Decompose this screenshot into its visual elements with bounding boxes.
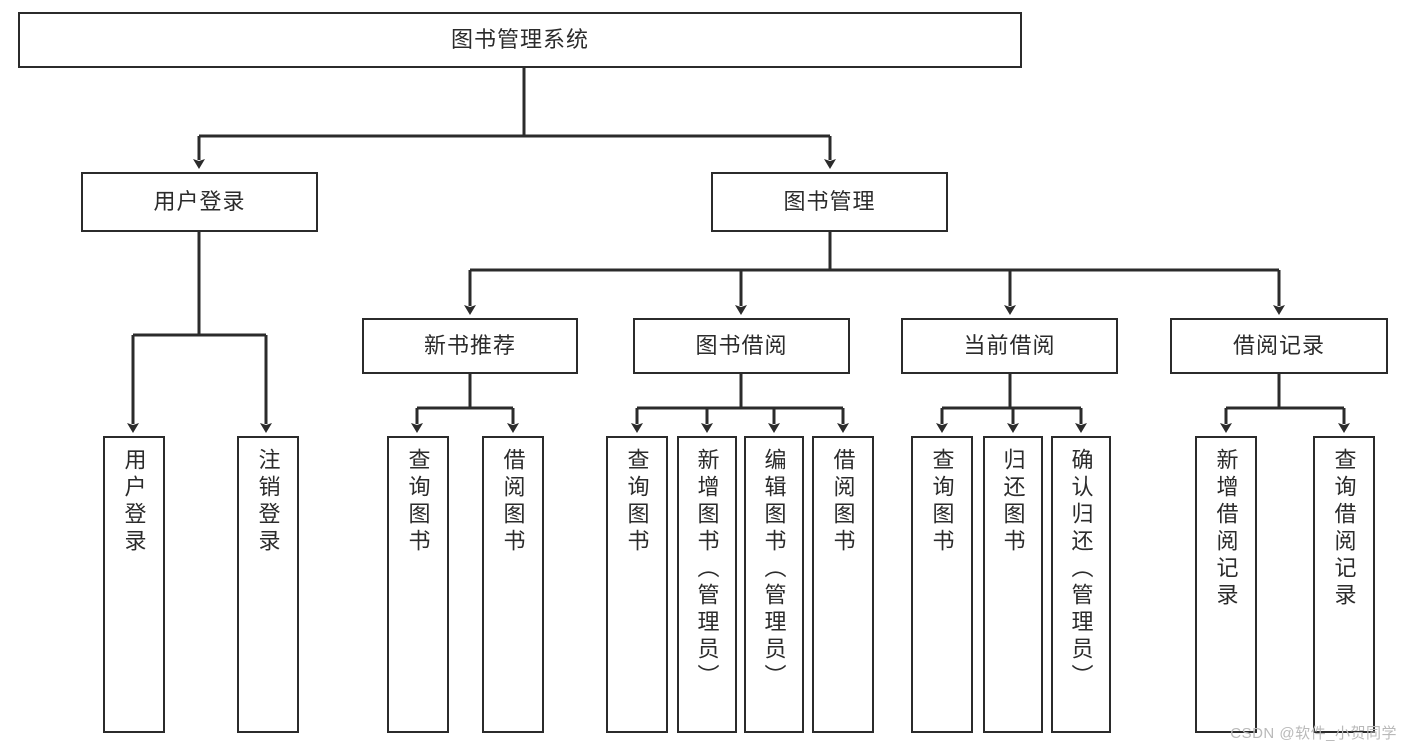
leaf-borrow-book-recommend[interactable]: 借阅图书 <box>482 436 544 733</box>
leaf-confirm-return-admin[interactable]: 确认归还（管理员） <box>1051 436 1111 733</box>
leaf-edit-book-admin-label: 编辑图书（管理员） <box>761 448 787 691</box>
leaf-user-login-label: 用户登录 <box>121 448 147 556</box>
leaf-query-book-recommend[interactable]: 查询图书 <box>387 436 449 733</box>
leaf-query-book-recommend-label: 查询图书 <box>405 448 431 556</box>
leaf-add-borrow-record-label: 新增借阅记录 <box>1213 448 1239 610</box>
leaf-borrow-book-label: 借阅图书 <box>830 448 856 556</box>
leaf-return-book-label: 归还图书 <box>1000 448 1026 556</box>
leaf-add-book-admin[interactable]: 新增图书（管理员） <box>677 436 737 733</box>
leaf-query-book-borrow-label: 查询图书 <box>624 448 650 556</box>
node-book-borrow-label: 图书借阅 <box>695 332 788 358</box>
leaf-edit-book-admin[interactable]: 编辑图书（管理员） <box>744 436 804 733</box>
leaf-borrow-book[interactable]: 借阅图书 <box>812 436 874 733</box>
leaf-borrow-book-recommend-label: 借阅图书 <box>500 448 526 556</box>
node-borrow-record[interactable]: 借阅记录 <box>1170 318 1388 374</box>
leaf-confirm-return-admin-label: 确认归还（管理员） <box>1068 448 1094 691</box>
node-user-login-label: 用户登录 <box>153 188 246 214</box>
node-book-management-label: 图书管理 <box>783 188 876 214</box>
leaf-return-book[interactable]: 归还图书 <box>983 436 1043 733</box>
node-root[interactable]: 图书管理系统 <box>18 12 1022 68</box>
node-borrow-record-label: 借阅记录 <box>1232 332 1325 358</box>
node-user-login[interactable]: 用户登录 <box>81 172 318 232</box>
leaf-query-book-current[interactable]: 查询图书 <box>911 436 973 733</box>
leaf-user-login[interactable]: 用户登录 <box>103 436 165 733</box>
watermark: CSDN @软件_小贺同学 <box>1230 725 1397 742</box>
node-book-borrow[interactable]: 图书借阅 <box>633 318 850 374</box>
leaf-add-borrow-record[interactable]: 新增借阅记录 <box>1195 436 1257 733</box>
leaf-add-book-admin-label: 新增图书（管理员） <box>694 448 720 691</box>
node-root-label: 图书管理系统 <box>450 26 589 52</box>
node-new-book-recommend[interactable]: 新书推荐 <box>362 318 578 374</box>
node-new-book-recommend-label: 新书推荐 <box>423 332 516 358</box>
leaf-logout[interactable]: 注销登录 <box>237 436 299 733</box>
leaf-query-book-borrow[interactable]: 查询图书 <box>606 436 668 733</box>
node-current-borrow-label: 当前借阅 <box>963 332 1056 358</box>
node-current-borrow[interactable]: 当前借阅 <box>901 318 1118 374</box>
node-book-management[interactable]: 图书管理 <box>711 172 948 232</box>
leaf-query-borrow-record-label: 查询借阅记录 <box>1331 448 1357 610</box>
leaf-logout-label: 注销登录 <box>255 448 281 556</box>
leaf-query-borrow-record[interactable]: 查询借阅记录 <box>1313 436 1375 733</box>
leaf-query-book-current-label: 查询图书 <box>929 448 955 556</box>
